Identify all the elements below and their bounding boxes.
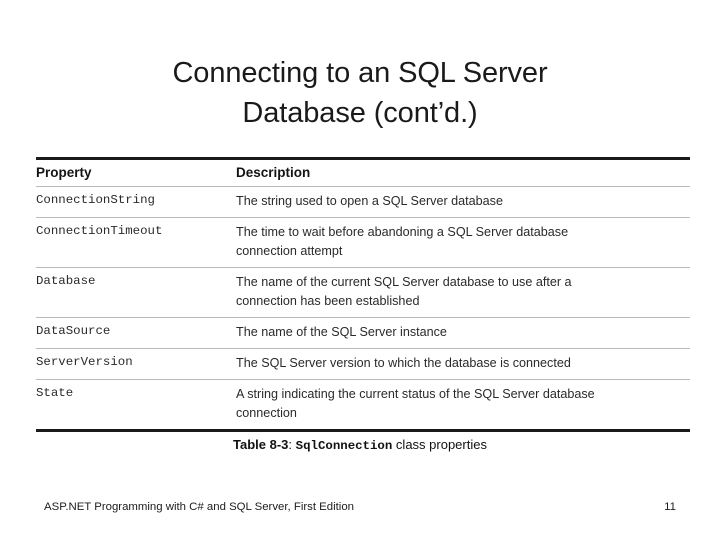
cell-property: ConnectionString — [36, 186, 236, 218]
properties-table-figure: Property Description ConnectionString Th… — [36, 157, 690, 432]
column-header-description: Description — [236, 158, 690, 187]
table-body: ConnectionString The string used to open… — [36, 186, 690, 431]
cell-description: A string indicating the current status o… — [236, 380, 690, 431]
caption-label: Table 8-3 — [233, 437, 289, 452]
table-row: ConnectionTimeout The time to wait befor… — [36, 217, 690, 268]
caption-tail: class properties — [392, 437, 487, 452]
cell-description: The time to wait before abandoning a SQL… — [236, 217, 690, 268]
description-line: The name of the SQL Server instance — [236, 325, 447, 339]
table-row: ConnectionString The string used to open… — [36, 186, 690, 218]
description-line: connection — [236, 406, 297, 420]
description-line: A string indicating the current status o… — [236, 387, 595, 401]
sqlconnection-properties-table: Property Description ConnectionString Th… — [36, 157, 690, 432]
footer-page-number: 11 — [664, 501, 676, 513]
page-title-line-1: Connecting to an SQL Server — [172, 57, 548, 90]
cell-property: ConnectionTimeout — [36, 217, 236, 268]
table-row: DataSource The name of the SQL Server in… — [36, 317, 690, 349]
cell-description: The name of the current SQL Server datab… — [236, 267, 690, 318]
cell-description: The string used to open a SQL Server dat… — [236, 186, 690, 218]
slide-footer: ASP.NET Programming with C# and SQL Serv… — [0, 499, 720, 517]
footer-book-title: ASP.NET Programming with C# and SQL Serv… — [44, 501, 354, 513]
table-row: Database The name of the current SQL Ser… — [36, 267, 690, 318]
cell-property: Database — [36, 267, 236, 318]
table-row: State A string indicating the current st… — [36, 380, 690, 431]
column-header-property: Property — [36, 158, 236, 187]
caption-separator: : — [288, 437, 296, 452]
description-line: The string used to open a SQL Server dat… — [236, 194, 503, 208]
cell-description: The SQL Server version to which the data… — [236, 348, 690, 380]
description-line: The name of the current SQL Server datab… — [236, 275, 572, 289]
table-header-row: Property Description — [36, 158, 690, 187]
description-line: The SQL Server version to which the data… — [236, 356, 571, 370]
cell-property: State — [36, 386, 74, 400]
cell-property: DataSource — [36, 317, 236, 349]
description-line: connection attempt — [236, 244, 343, 258]
table-caption: Table 8-3: SqlConnection class propertie… — [0, 436, 720, 455]
cell-property: ServerVersion — [36, 348, 236, 380]
table-head: Property Description — [36, 158, 690, 187]
page-title-line-2: Database (cont’d.) — [242, 97, 478, 130]
table-row: ServerVersion The SQL Server version to … — [36, 348, 690, 380]
caption-class-name: SqlConnection — [295, 439, 393, 453]
cell-description: The name of the SQL Server instance — [236, 317, 690, 349]
page-title: Connecting to an SQL Server Database (co… — [60, 53, 660, 133]
description-line: The time to wait before abandoning a SQL… — [236, 225, 569, 239]
description-line: connection has been established — [236, 294, 420, 308]
